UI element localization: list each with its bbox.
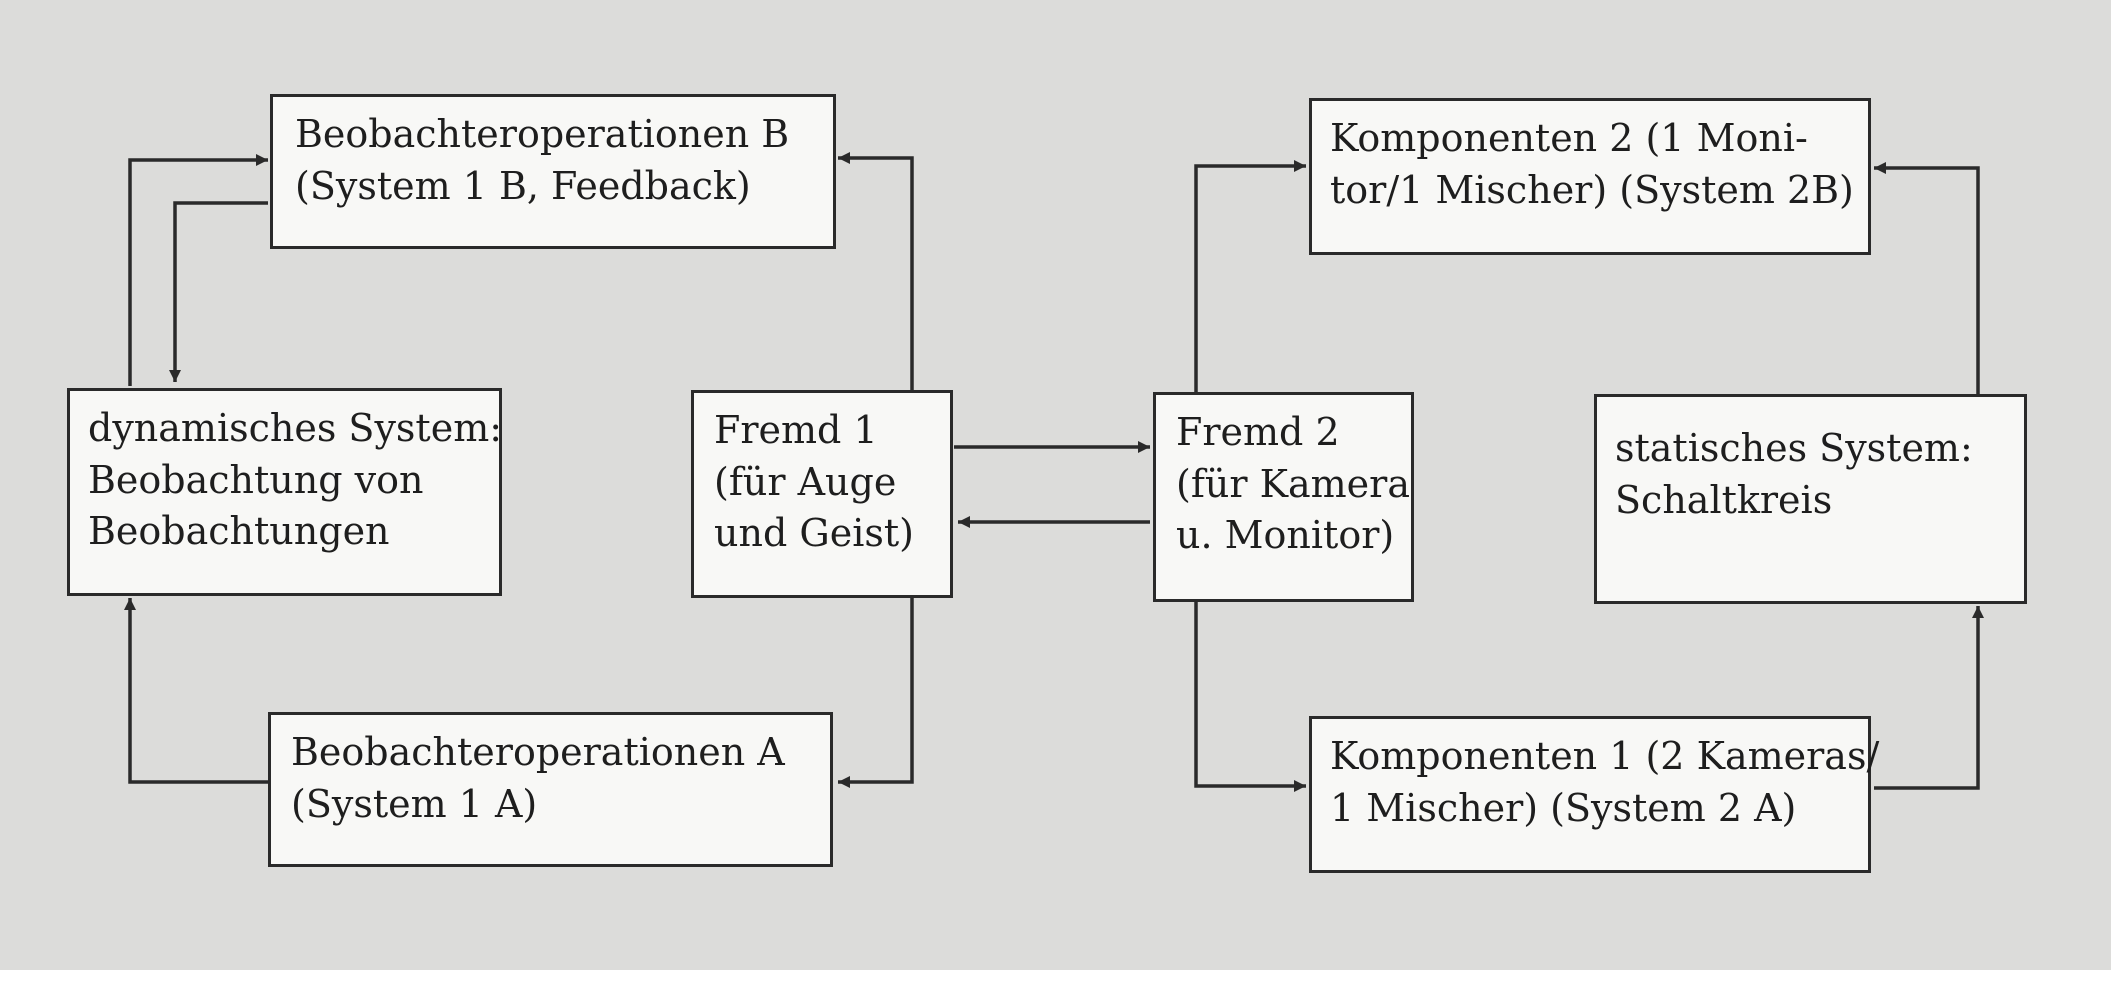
arrow-dynamisch-to-beobachter-b xyxy=(128,154,268,386)
arrow-beobachter-b-to-dynamisch xyxy=(169,201,268,382)
node-line: Schaltkreis xyxy=(1615,477,1833,522)
node-line: statisches System: xyxy=(1615,426,1973,470)
node-line: tor/1 Mischer) (System 2B) xyxy=(1330,167,1854,212)
arrow-fremd2-to-komponenten2 xyxy=(1194,160,1306,392)
node-komponenten-2: Komponenten 2 (1 Moni- tor/1 Mischer) (S… xyxy=(1309,98,1871,255)
node-line: Fremd 2 xyxy=(1176,410,1340,454)
node-komponenten-1: Komponenten 1 (2 Kameras/ 1 Mischer) (Sy… xyxy=(1309,716,1880,873)
node-line: Beobachteroperationen B xyxy=(295,112,790,156)
node-fremd-2: Fremd 2 (für Kamera u. Monitor) xyxy=(1153,392,1414,602)
node-line: (für Auge xyxy=(714,459,897,504)
node-dynamisches-system: dynamisches System: Beobachtung von Beob… xyxy=(67,388,502,596)
node-line: (System 1 A) xyxy=(291,781,538,826)
node-line: und Geist) xyxy=(714,511,914,556)
node-line: (System 1 B, Feedback) xyxy=(295,163,751,208)
node-line: (für Kamera xyxy=(1176,461,1410,506)
node-beobachteroperationen-a: Beobachteroperationen A (System 1 A) xyxy=(268,712,833,867)
node-line: Beobachtung von xyxy=(88,457,424,502)
arrow-statisch-to-komponenten2 xyxy=(1874,162,1980,394)
node-line: Beobachteroperationen A xyxy=(291,730,785,774)
node-statisches-system: statisches System: Schaltkreis xyxy=(1594,394,2027,604)
node-line: Fremd 1 xyxy=(714,408,878,452)
arrow-komponenten1-to-statisch xyxy=(1874,606,1984,790)
arrow-fremd1-to-beobachter-b xyxy=(838,152,914,390)
node-beobachteroperationen-b: Beobachteroperationen B (System 1 B, Fee… xyxy=(270,94,836,249)
arrow-beobachter-a-to-dynamisch xyxy=(124,598,268,784)
node-line: Beobachtungen xyxy=(88,509,390,554)
arrow-fremd1-to-beobachter-a xyxy=(838,598,914,788)
node-line: 1 Mischer) (System 2 A) xyxy=(1330,785,1797,830)
node-fremd-1: Fremd 1 (für Auge und Geist) xyxy=(691,390,953,598)
arrow-fremd2-to-komponenten1 xyxy=(1194,602,1306,792)
node-line: Komponenten 1 (2 Kameras/ xyxy=(1330,734,1880,778)
node-line: u. Monitor) xyxy=(1176,513,1395,558)
node-line: Komponenten 2 (1 Moni- xyxy=(1330,116,1808,160)
node-line: dynamisches System: xyxy=(88,406,503,450)
